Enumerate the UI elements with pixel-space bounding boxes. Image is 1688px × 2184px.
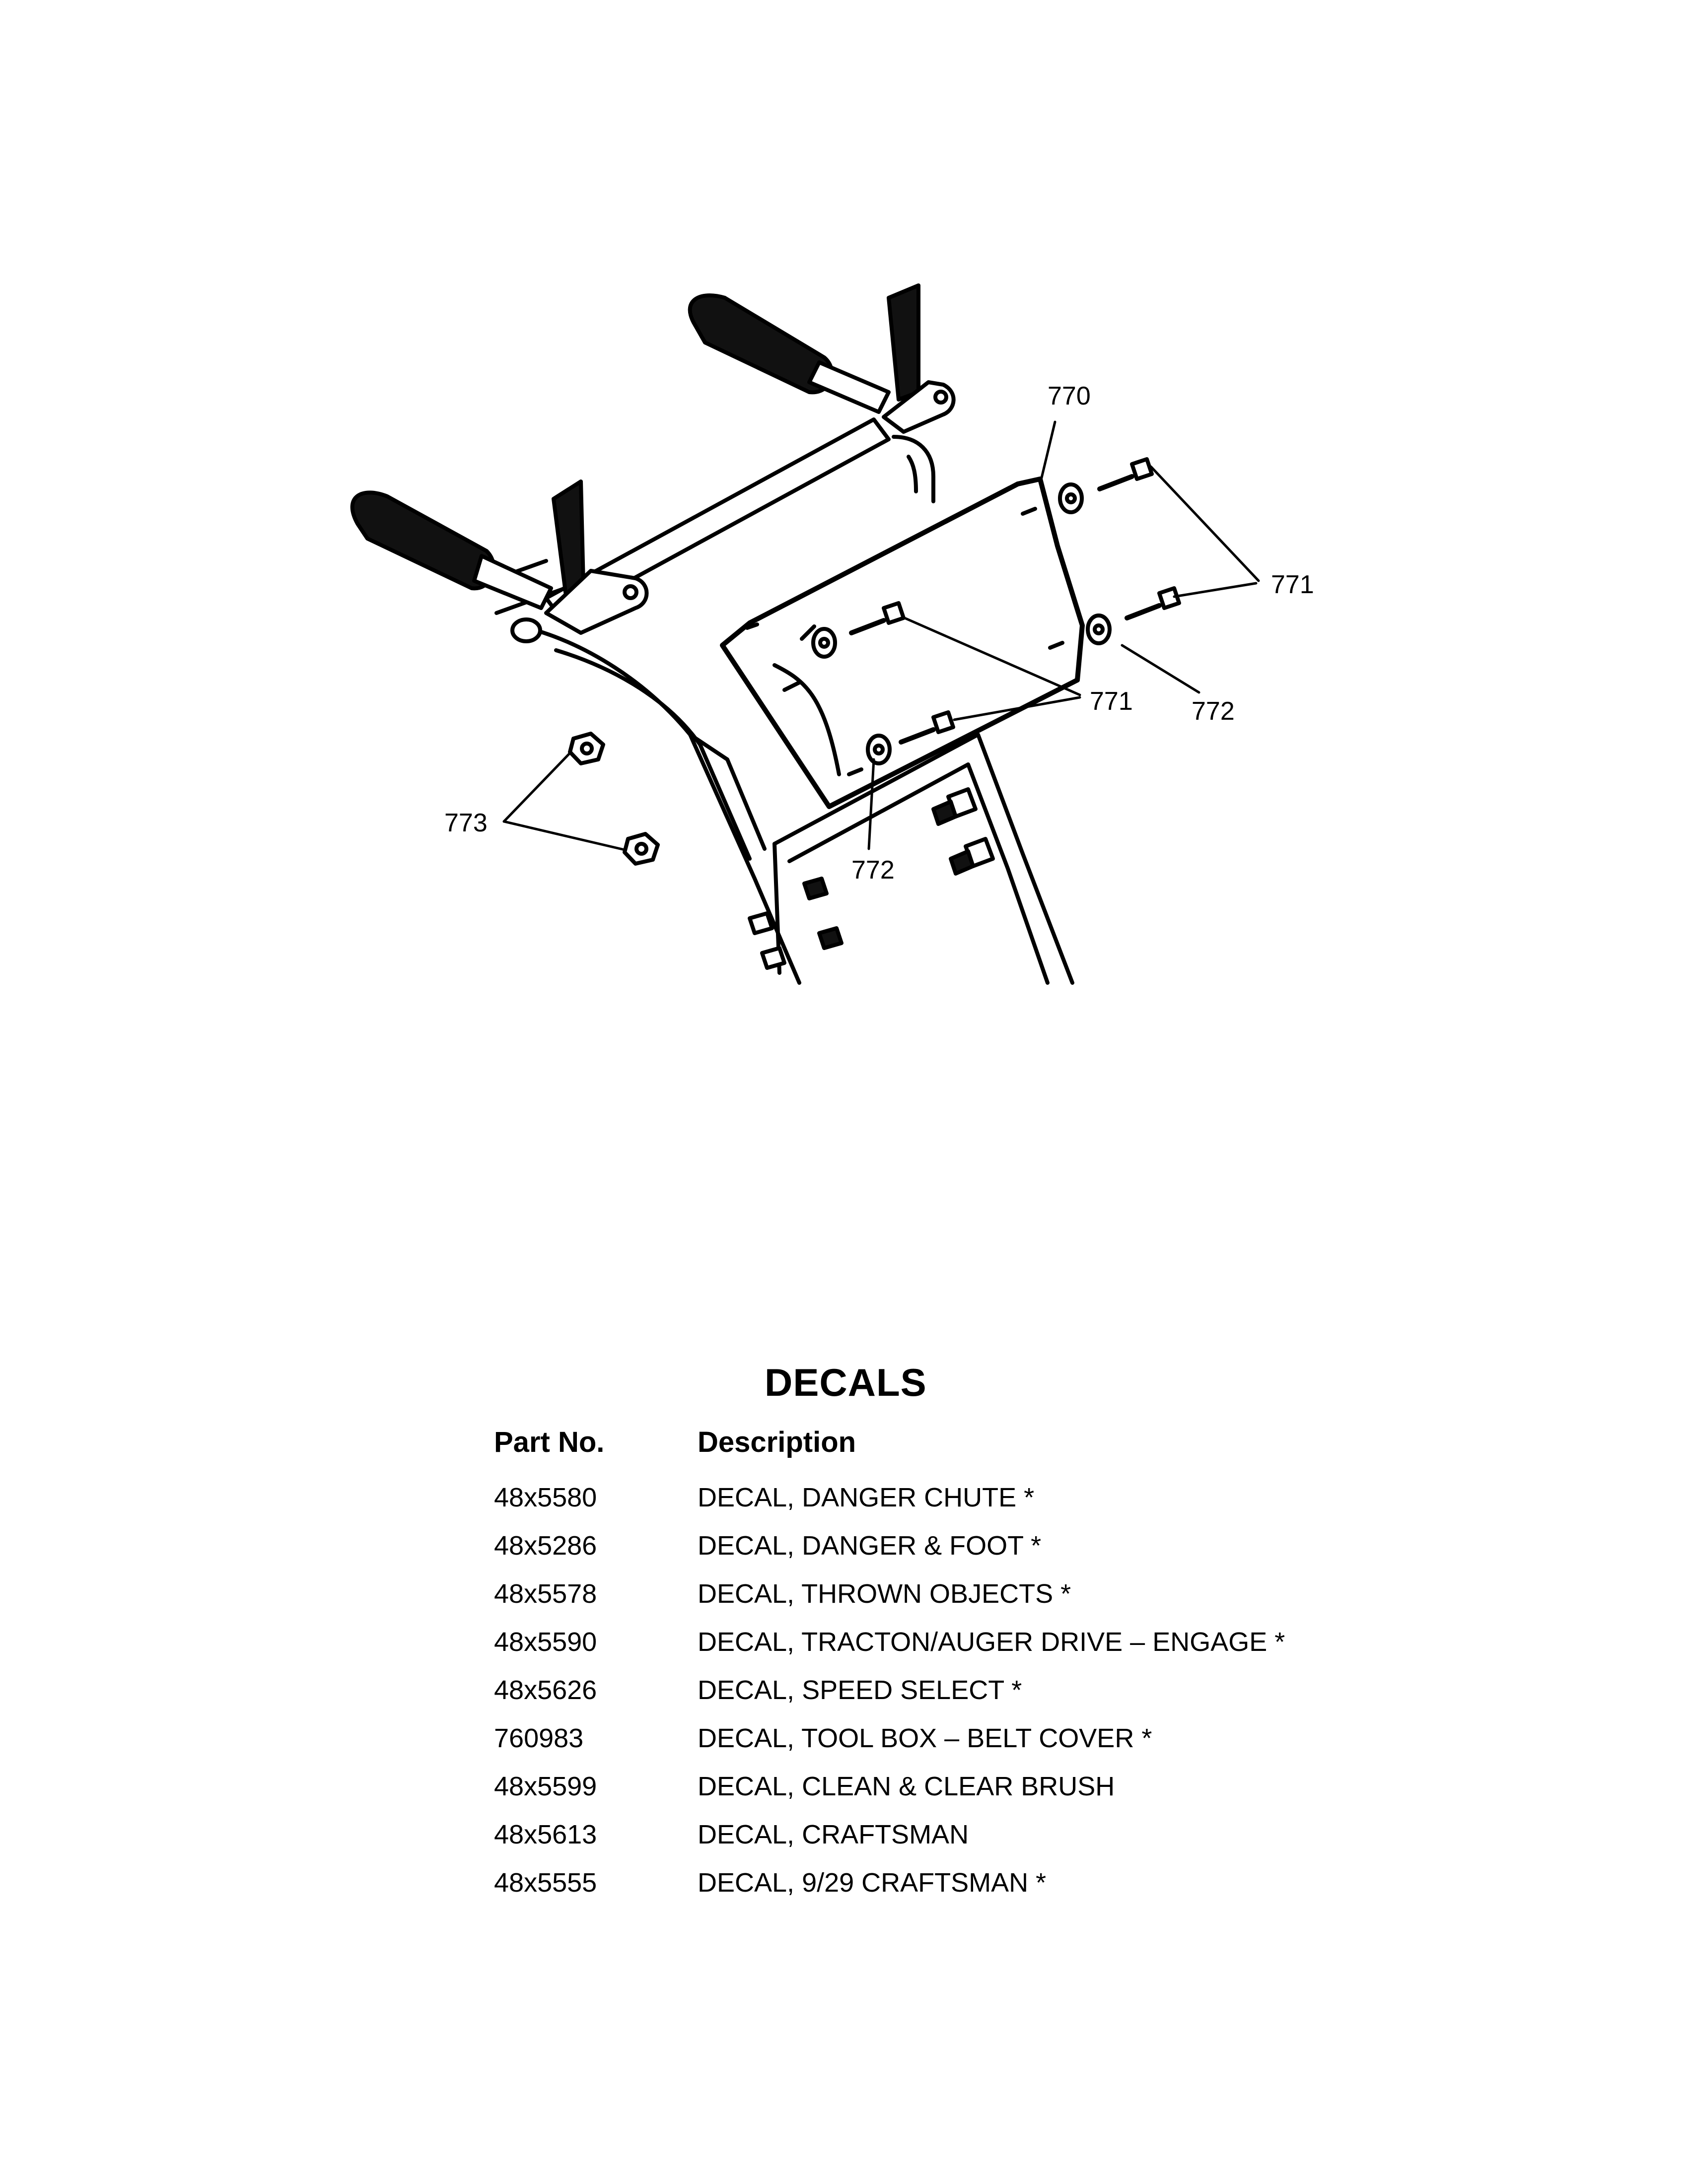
part-no-cell: 48x5590 <box>494 1627 597 1657</box>
table-row: 48x5578 DECAL, THROWN OBJECTS * <box>494 1570 1285 1618</box>
description-cell: DECAL, DANGER & FOOT * <box>698 1530 1042 1561</box>
part-no-cell: 48x5555 <box>494 1867 597 1898</box>
right-handle-tube <box>892 435 935 503</box>
right-grip <box>688 293 891 414</box>
description-cell: DECAL, CRAFTSMAN <box>698 1819 969 1849</box>
callout-772-right: 772 <box>1192 697 1235 726</box>
handle-assembly-diagram: 770 771 771 772 772 773 <box>350 283 1314 985</box>
nut-773-lower <box>623 832 660 866</box>
screw-771-upper-right <box>1097 457 1154 491</box>
washer-772-middle <box>811 627 837 659</box>
description-cell: DECAL, DANGER CHUTE * <box>698 1482 1035 1512</box>
part-no-cell: 48x5286 <box>494 1530 597 1561</box>
part-no-header: Part No. <box>494 1426 605 1458</box>
callout-772-lower: 772 <box>851 856 895 885</box>
callout-771-middle: 771 <box>1090 687 1133 716</box>
table-row: 760983 DECAL, TOOL BOX – BELT COVER * <box>494 1714 1285 1762</box>
screw-771-right <box>1125 586 1181 620</box>
description-header: Description <box>698 1426 856 1458</box>
callout-771-right: 771 <box>1271 570 1314 599</box>
description-cell: DECAL, 9/29 CRAFTSMAN * <box>698 1867 1047 1898</box>
decals-header-row: Part No. Description <box>494 1425 1285 1473</box>
part-no-cell: 760983 <box>494 1723 584 1753</box>
part-no-cell: 48x5613 <box>494 1819 597 1849</box>
screw-771-middle <box>849 601 906 635</box>
callout-773: 773 <box>444 809 488 837</box>
right-lever <box>882 283 956 434</box>
leader-lines <box>502 420 1260 851</box>
table-row: 48x5613 DECAL, CRAFTSMAN <box>494 1810 1285 1858</box>
table-row: 48x5580 DECAL, DANGER CHUTE * <box>494 1473 1285 1521</box>
part-no-cell: 48x5599 <box>494 1771 597 1801</box>
table-row: 48x5590 DECAL, TRACTON/AUGER DRIVE – ENG… <box>494 1618 1285 1666</box>
frame-bolts <box>748 787 995 970</box>
table-row: 48x5555 DECAL, 9/29 CRAFTSMAN * <box>494 1858 1285 1907</box>
table-row: 48x5599 DECAL, CLEAN & CLEAR BRUSH <box>494 1762 1285 1810</box>
decals-title: DECALS <box>765 1361 927 1404</box>
description-cell: DECAL, THROWN OBJECTS * <box>698 1578 1071 1609</box>
description-cell: DECAL, TRACTON/AUGER DRIVE – ENGAGE * <box>698 1627 1285 1657</box>
screw-771-lower <box>899 710 955 745</box>
washer-772-lower <box>866 734 892 765</box>
left-grip <box>350 490 553 643</box>
description-cell: DECAL, TOOL BOX – BELT COVER * <box>698 1723 1152 1753</box>
belt-cover-panel <box>720 477 1085 809</box>
part-no-cell: 48x5578 <box>494 1578 597 1609</box>
part-no-cell: 48x5626 <box>494 1675 597 1705</box>
washer-772-right <box>1086 614 1112 645</box>
description-cell: DECAL, CLEAN & CLEAR BRUSH <box>698 1771 1115 1801</box>
nut-773-upper <box>568 732 605 765</box>
decals-table: Part No. Description 48x5580 DECAL, DANG… <box>494 1425 1285 1907</box>
callout-770: 770 <box>1048 382 1091 410</box>
table-row: 48x5626 DECAL, SPEED SELECT * <box>494 1666 1285 1714</box>
left-lever <box>544 479 649 635</box>
description-cell: DECAL, SPEED SELECT * <box>698 1675 1022 1705</box>
table-row: 48x5286 DECAL, DANGER & FOOT * <box>494 1521 1285 1570</box>
part-no-cell: 48x5580 <box>494 1482 597 1512</box>
washer-772-upper-right <box>1058 482 1084 514</box>
